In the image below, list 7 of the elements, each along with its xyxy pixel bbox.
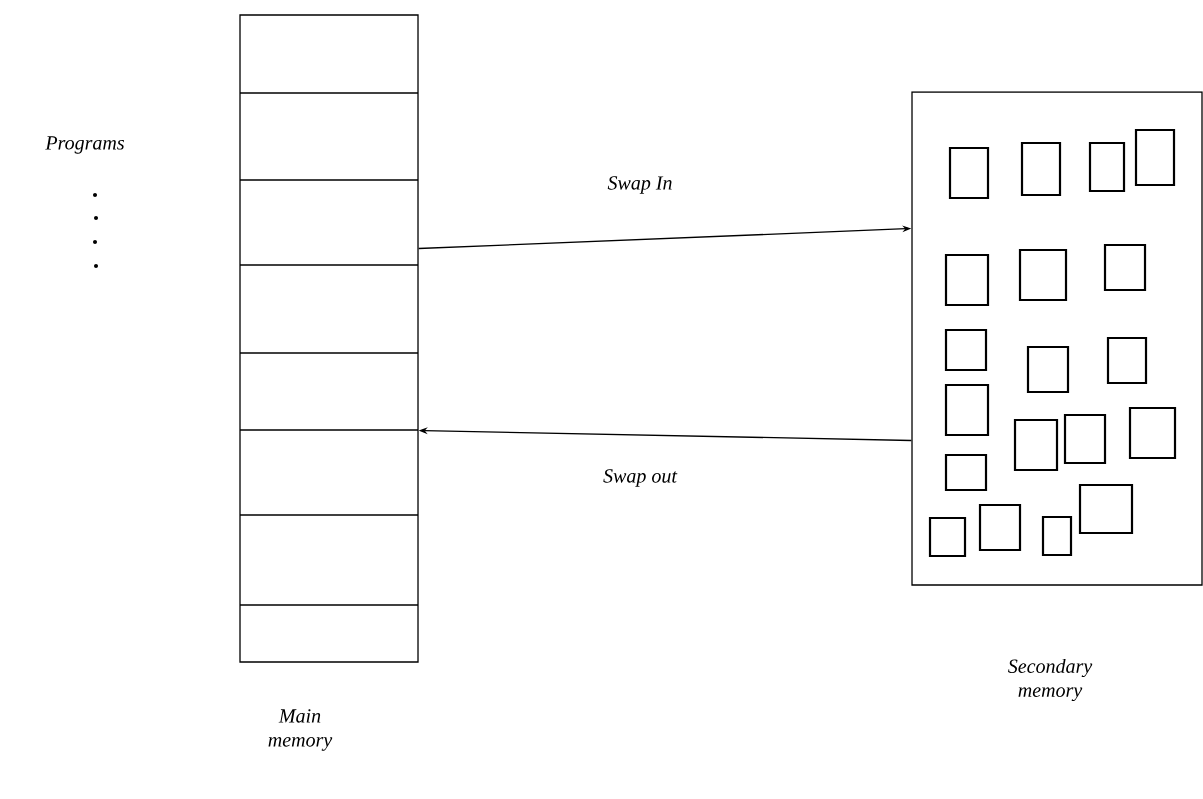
text-label: Programs — [45, 136, 125, 154]
memory-box: Main memory — [239, 14, 419, 751]
node-label: Main memory — [268, 709, 333, 751]
memory-box: Secondary memory — [911, 91, 1203, 702]
edge-label: Swap out — [603, 469, 678, 487]
edge-label: Swap In — [607, 176, 672, 194]
node-label: Secondary memory — [1008, 658, 1093, 702]
